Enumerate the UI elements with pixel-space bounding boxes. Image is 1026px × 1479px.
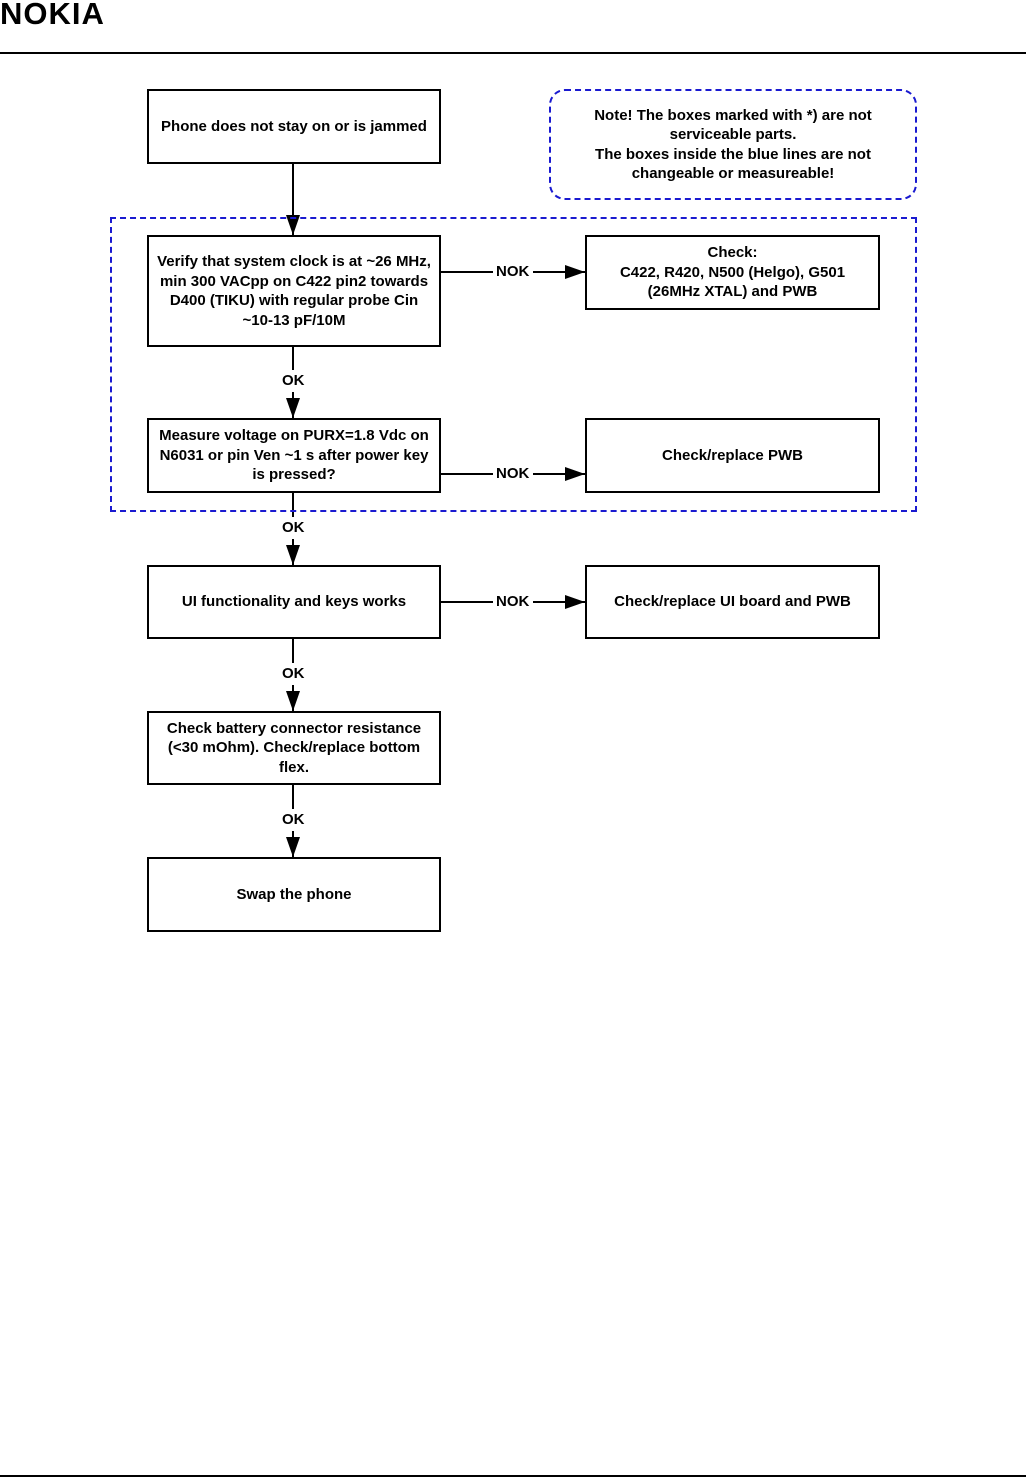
edge-label-ok: OK [281, 519, 306, 537]
note-box: Note! The boxes marked with *) are not s… [549, 89, 917, 200]
edge-label-ok: OK [281, 372, 306, 390]
node-swap: Swap the phone [147, 857, 441, 932]
node-battery-label: Check battery connector resistance (<30 … [166, 719, 422, 776]
node-measure-purx: Measure voltage on PURX=1.8 Vdc on N6031… [147, 418, 441, 493]
node-check-pwb-label: Check/replace PWB [662, 446, 803, 464]
non-changeable-region [110, 217, 917, 512]
node-check-pwb: Check/replace PWB [585, 418, 880, 493]
note-text: Note! The boxes marked with *) are not s… [594, 106, 872, 183]
node-start-label: Phone does not stay on or is jammed [161, 117, 427, 135]
node-battery: Check battery connector resistance (<30 … [147, 711, 441, 785]
edge-label-nok: NOK [495, 263, 531, 281]
footer-rule [0, 1475, 1026, 1477]
node-measure-purx-label: Measure voltage on PURX=1.8 Vdc on N6031… [159, 427, 429, 484]
edge-label-nok: NOK [495, 465, 531, 483]
edge-label-nok: NOK [495, 593, 531, 611]
node-check-ui-label: Check/replace UI board and PWB [614, 593, 851, 611]
node-verify-clock-label: Verify that system clock is at ~26 MHz, … [157, 253, 431, 329]
node-check-clock-label: Check: C422, R420, N500 (Helgo), G501 (2… [619, 244, 846, 301]
edge-label-ok: OK [281, 665, 306, 683]
nokia-logo: NOKIA [0, 0, 105, 31]
node-ui-keys: UI functionality and keys works [147, 565, 441, 639]
node-swap-label: Swap the phone [236, 885, 352, 903]
node-start: Phone does not stay on or is jammed [147, 89, 441, 164]
node-check-clock: Check: C422, R420, N500 (Helgo), G501 (2… [585, 235, 880, 310]
node-check-ui: Check/replace UI board and PWB [585, 565, 880, 639]
node-ui-keys-label: UI functionality and keys works [181, 593, 407, 611]
edge-label-ok: OK [281, 811, 306, 829]
header-rule [0, 52, 1026, 54]
node-verify-clock: Verify that system clock is at ~26 MHz, … [147, 235, 441, 347]
